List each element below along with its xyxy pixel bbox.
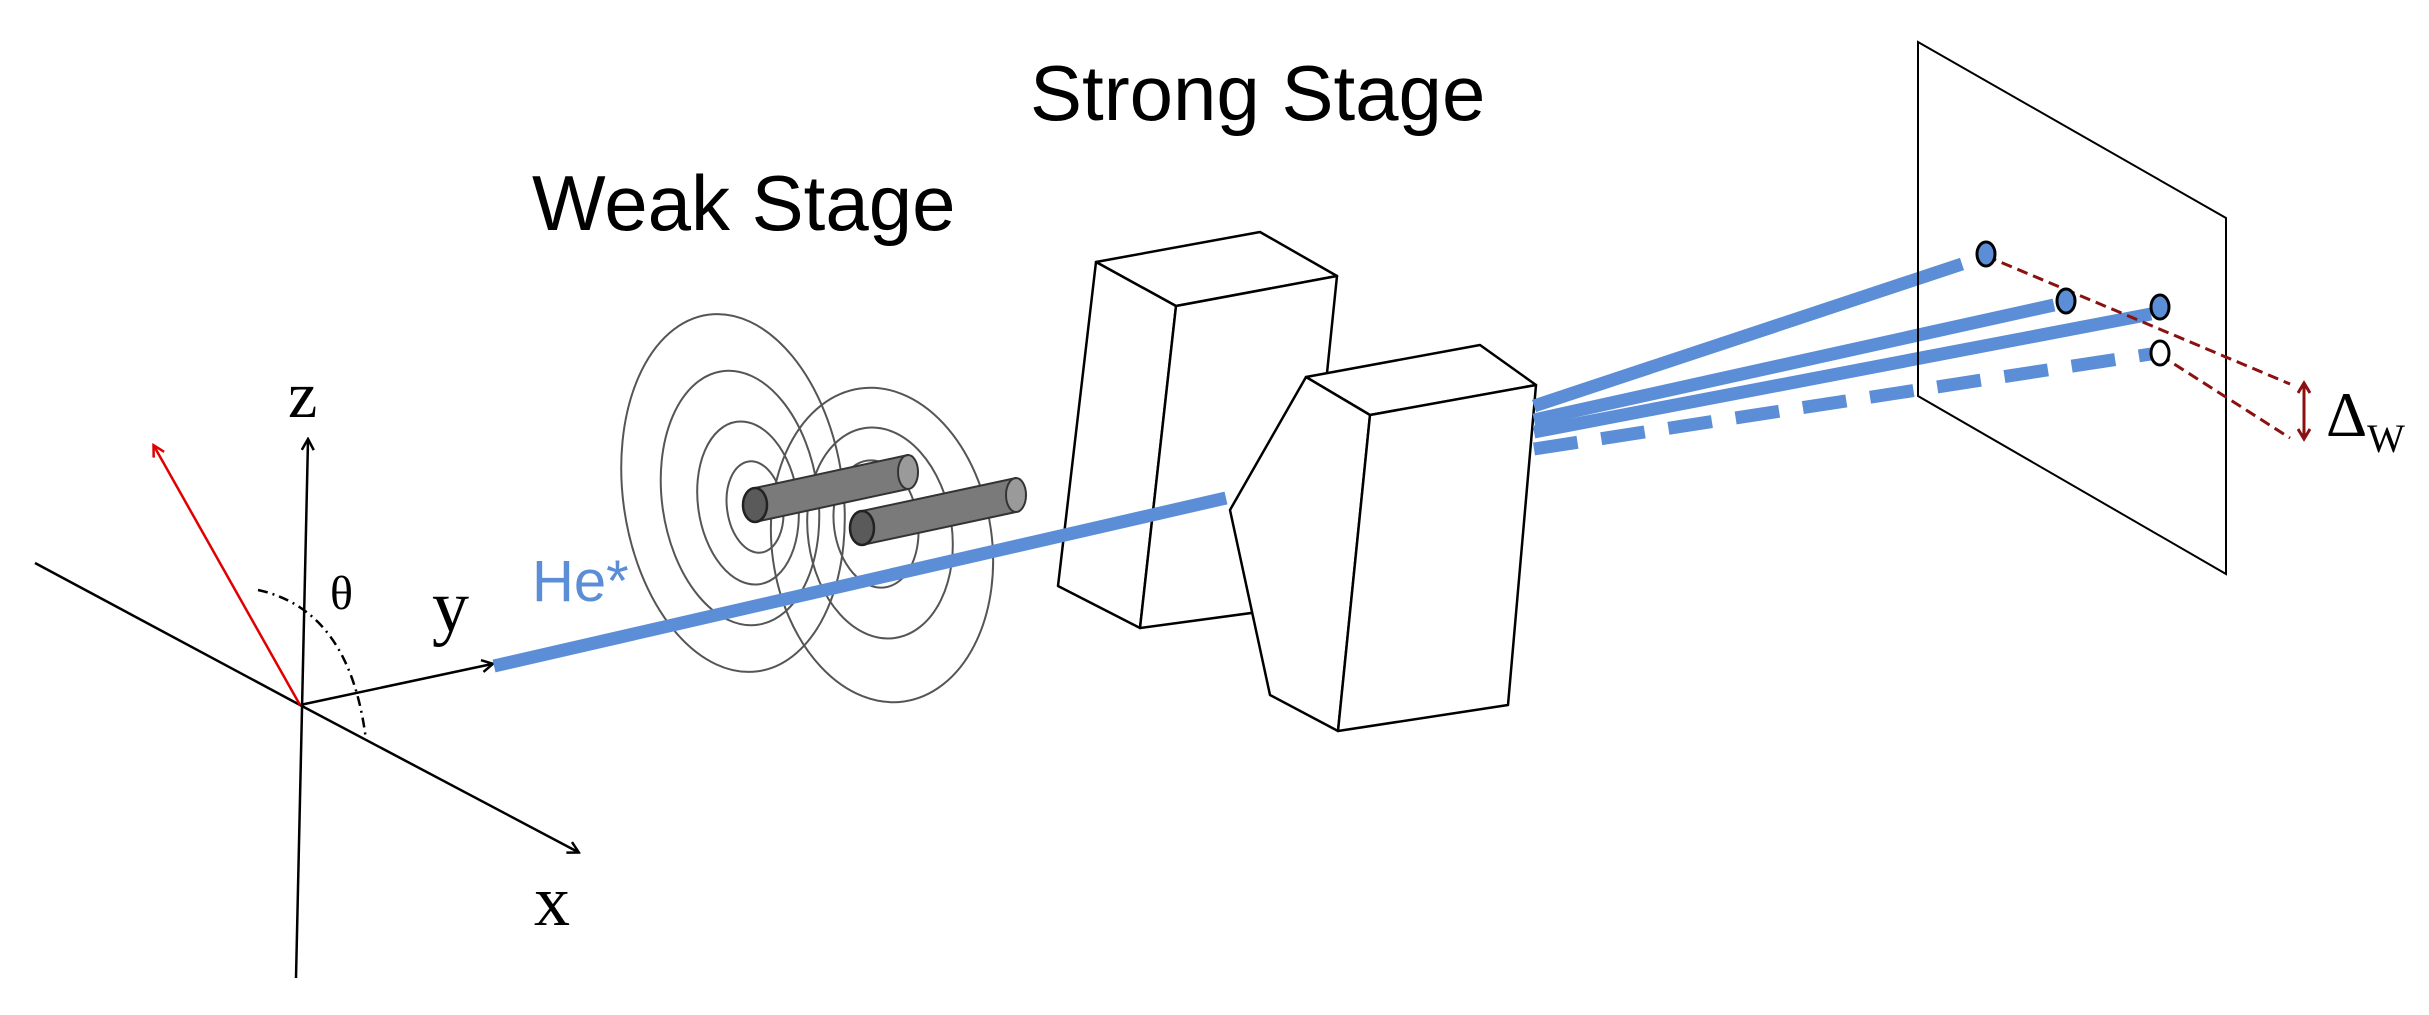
beam-label: He* xyxy=(532,549,629,614)
delta-subscript: W xyxy=(2367,416,2405,461)
detector-screen xyxy=(1917,40,2227,576)
weak-stage xyxy=(620,313,1027,704)
weak-stage-label: Weak Stage xyxy=(532,159,956,247)
beam-spot xyxy=(1975,240,1997,268)
field-rings-right xyxy=(769,386,995,704)
delta-symbol: Δ xyxy=(2326,379,2368,450)
z-axis-label: z xyxy=(288,359,318,432)
beam-spot xyxy=(2055,287,2077,315)
magnet-block-upper xyxy=(1056,230,1339,630)
split-beam-1 xyxy=(1531,257,1965,413)
split-beam-2 xyxy=(1532,298,2056,427)
atom-beams xyxy=(492,257,2153,673)
wire-rod-lower xyxy=(848,477,1027,547)
split-beam-dashed xyxy=(1533,347,2152,456)
magnet-block-lower xyxy=(1228,343,1538,733)
angle-arc xyxy=(257,588,368,741)
beam-spot-undeflected xyxy=(2149,339,2171,367)
z-axis xyxy=(294,440,308,979)
y-axis-label: y xyxy=(432,566,469,648)
angle-label: θ xyxy=(330,567,353,620)
beam-spots xyxy=(1975,240,2171,367)
displacement-indicator xyxy=(1985,254,2304,438)
coordinate-axes xyxy=(34,440,578,979)
y-axis xyxy=(299,664,492,707)
strong-stage xyxy=(1056,230,1538,733)
beam-spot xyxy=(2149,293,2171,321)
wire-rod-upper xyxy=(741,454,919,524)
split-beam-3 xyxy=(1532,307,2153,439)
x-axis xyxy=(299,703,578,852)
axis-line-back xyxy=(34,561,301,707)
x-axis-label: x xyxy=(534,861,570,941)
incoming-beam xyxy=(492,491,1228,673)
spin-vector-arrow xyxy=(154,446,302,706)
displacement-label: ΔW xyxy=(2326,378,2405,461)
strong-stage-label: Strong Stage xyxy=(1030,49,1486,137)
